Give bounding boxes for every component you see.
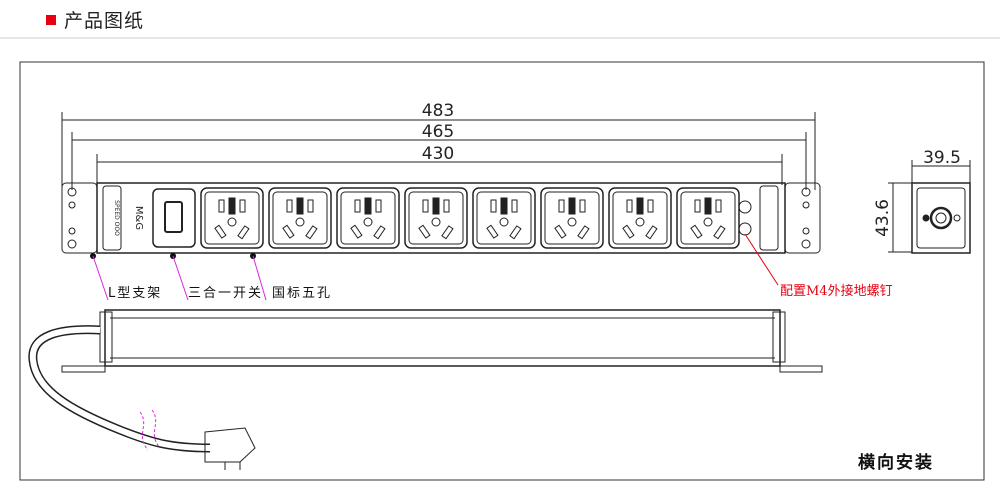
- callout-ground-screw: 配置M4外接地螺钉: [780, 283, 893, 299]
- brand-label: M&G: [133, 206, 144, 230]
- pdu-side-view: [911, 182, 971, 254]
- left-side-label: SPEED OOO: [113, 200, 120, 236]
- left-bracket: [61, 182, 98, 254]
- callout-bracket: L型支架: [108, 286, 162, 301]
- m4-ground-screw-icon: [738, 222, 752, 236]
- power-socket: [336, 187, 400, 249]
- page-header: 产品图纸: [46, 6, 144, 33]
- dim-mounting: 465: [422, 122, 454, 142]
- power-socket: [268, 187, 332, 249]
- power-socket: [404, 187, 468, 249]
- drawing-frame: [19, 61, 985, 481]
- power-socket: [608, 187, 672, 249]
- dim-depth: 39.5: [923, 148, 961, 168]
- power-socket: [200, 187, 264, 249]
- callout-lines: [90, 233, 779, 301]
- pdu-body: [96, 182, 786, 254]
- page-title: 产品图纸: [64, 10, 145, 32]
- power-plug: [204, 427, 256, 463]
- dimension-lines: [61, 112, 971, 253]
- mounting-mode-label: 横向安装: [858, 452, 934, 473]
- ground-screw-icon: [738, 200, 752, 214]
- power-socket: [472, 187, 536, 249]
- power-switch: [152, 188, 196, 248]
- pdu-top-view: [28, 309, 823, 470]
- dim-body: 430: [422, 144, 454, 164]
- dim-overall: 483: [422, 101, 454, 121]
- callout-socket: 国标五孔: [272, 286, 332, 301]
- header-marker-icon: [46, 14, 56, 25]
- power-socket: [676, 187, 740, 249]
- switch-rocker: [164, 201, 183, 233]
- left-end-cap: [102, 185, 122, 251]
- power-socket: [540, 187, 604, 249]
- pdu-front-view: SPEED OOO M&G: [61, 182, 821, 254]
- right-end-cap: [759, 185, 779, 251]
- callout-switch: 三合一开关: [188, 286, 263, 301]
- dim-height: 43.6: [873, 199, 893, 237]
